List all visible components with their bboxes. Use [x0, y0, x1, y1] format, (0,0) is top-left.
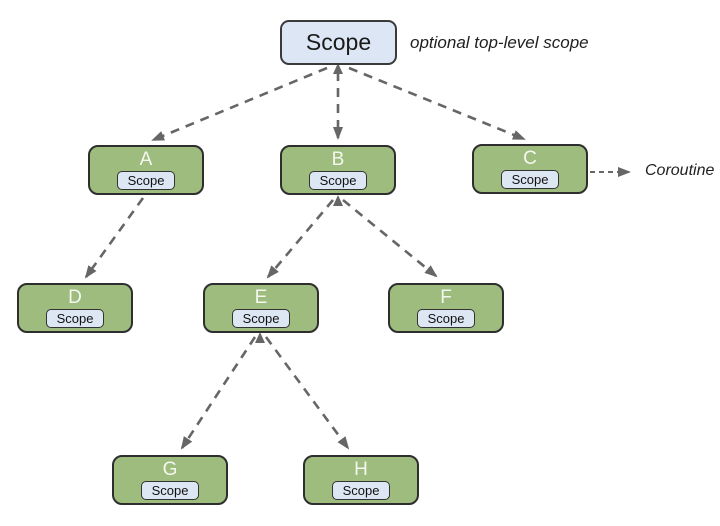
node-label: F	[440, 287, 452, 308]
node-label: E	[254, 287, 268, 308]
node-label: H	[354, 459, 368, 480]
coroutine-node-A: A Scope	[88, 145, 204, 195]
top-level-scope-annotation: optional top-level scope	[410, 33, 589, 52]
scope-chip: Scope	[45, 309, 105, 328]
top-level-scope-box: Scope	[280, 20, 397, 65]
node-label: A	[139, 149, 153, 170]
edge-A-D	[84, 197, 145, 279]
coroutine-node-F: F Scope	[388, 283, 504, 333]
node-label: C	[523, 148, 537, 169]
edge-B-F	[342, 198, 438, 278]
edge-E-G	[180, 336, 257, 450]
scope-chip: Scope	[331, 481, 391, 500]
edge-root-C	[348, 66, 526, 141]
coroutine-node-B: B Scope	[280, 145, 396, 195]
node-label: B	[331, 149, 345, 170]
top-level-scope-label: Scope	[305, 29, 372, 55]
coroutine-node-E: E Scope	[203, 283, 319, 333]
scope-chip: Scope	[231, 309, 291, 328]
edge-E-H	[264, 336, 350, 450]
coroutine-node-D: D Scope	[17, 283, 133, 333]
coroutine-node-H: H Scope	[303, 455, 419, 505]
coroutine-annotation: Coroutine	[645, 162, 715, 179]
node-label: G	[162, 459, 178, 480]
coroutine-node-G: G Scope	[112, 455, 228, 505]
coroutine-node-C: C Scope	[472, 144, 588, 194]
scope-chip: Scope	[140, 481, 200, 500]
scope-chip: Scope	[500, 170, 560, 189]
scope-chip: Scope	[308, 171, 368, 190]
edge-B-E	[266, 199, 334, 279]
scope-chip: Scope	[116, 171, 176, 190]
scope-chip: Scope	[416, 309, 476, 328]
edge-root-A	[151, 66, 328, 142]
node-label: D	[68, 287, 82, 308]
